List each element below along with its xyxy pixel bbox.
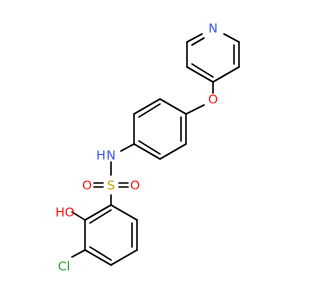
bond bbox=[110, 249, 138, 266]
sulfur-label: S bbox=[107, 178, 115, 193]
bond bbox=[191, 37, 205, 46]
bond bbox=[212, 66, 240, 83]
bond bbox=[71, 249, 86, 258]
bond bbox=[89, 246, 112, 261]
bond bbox=[186, 66, 214, 83]
bond bbox=[191, 63, 214, 78]
bond bbox=[110, 204, 138, 221]
bond bbox=[133, 98, 161, 115]
bond bbox=[89, 209, 112, 224]
amide-hydrogen-label: H bbox=[96, 148, 105, 163]
bond bbox=[138, 140, 161, 155]
amide-nitrogen-label: N bbox=[106, 148, 115, 163]
hydroxyl-label: HO bbox=[55, 205, 74, 220]
chlorine-label: Cl bbox=[58, 259, 70, 274]
bond bbox=[138, 103, 161, 118]
pyridine-nitrogen-label: N bbox=[208, 21, 217, 36]
bond bbox=[84, 249, 112, 266]
bond bbox=[159, 98, 187, 115]
bond bbox=[186, 33, 203, 43]
bond bbox=[120, 143, 135, 152]
bond bbox=[84, 204, 112, 221]
bonds bbox=[71, 33, 240, 266]
atom-labels: N O H N S O O HO Cl bbox=[55, 21, 218, 274]
sulfonyl-oxygen-right-label: O bbox=[130, 178, 140, 193]
sulfonyl-oxygen-left-label: O bbox=[82, 178, 92, 193]
molecule-structure: N O H N S O O HO Cl bbox=[55, 21, 240, 274]
bond bbox=[185, 104, 205, 115]
bond bbox=[71, 211, 86, 221]
ether-oxygen-label: O bbox=[208, 92, 218, 107]
bond bbox=[159, 143, 187, 160]
bond bbox=[223, 33, 240, 43]
bond bbox=[133, 143, 161, 160]
